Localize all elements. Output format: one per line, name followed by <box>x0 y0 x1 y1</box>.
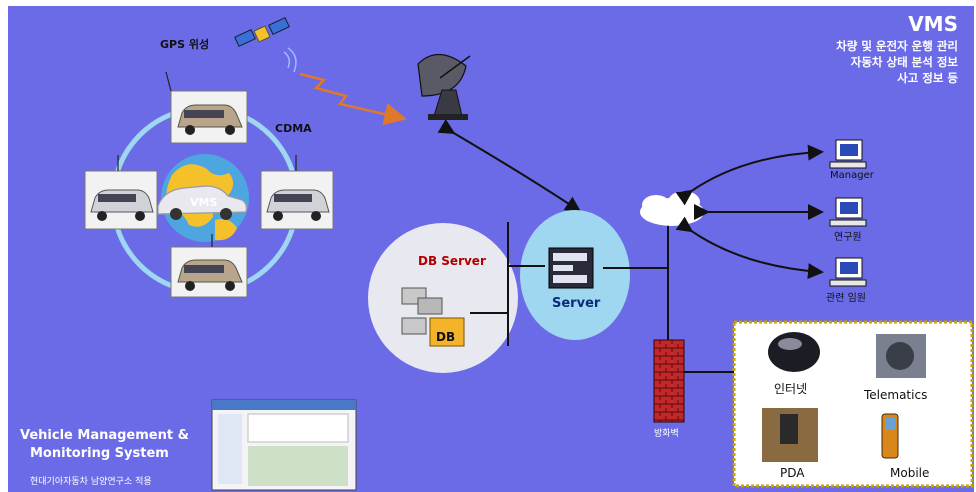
db-server-circle <box>368 223 518 373</box>
cloud-icon <box>640 191 704 226</box>
db-server-title: DB Server <box>418 254 486 268</box>
vehicle-icon-left <box>84 155 158 230</box>
vms-description-line-2: 자동차 상태 분석 정보 <box>850 55 958 69</box>
pda-label: PDA <box>780 466 805 480</box>
pda-icon <box>762 408 818 462</box>
mobile-icon <box>881 413 899 459</box>
internet-label: 인터넷 <box>774 382 808 396</box>
mobile-label: Mobile <box>890 466 930 480</box>
vehicle-icon-bottom <box>170 234 248 298</box>
system-name-line-2: Monitoring System <box>30 446 169 461</box>
firewall-label: 방화벽 <box>654 429 679 439</box>
db-label: DB <box>436 330 456 344</box>
database-icon <box>401 287 465 347</box>
server-icon <box>548 247 594 289</box>
server-label: Server <box>552 296 601 311</box>
dish-server-link <box>437 119 582 213</box>
gps-link-arrow <box>299 72 407 126</box>
computer-icon-researcher <box>829 197 867 227</box>
manager-link <box>675 144 824 206</box>
vms-description-line-1: 차량 및 운전자 운행 관리 <box>836 39 958 53</box>
cdma-label: CDMA <box>275 122 312 135</box>
satellite-icon <box>234 17 297 73</box>
dish-antenna-icon <box>417 53 471 120</box>
vehicle-icon-top <box>165 71 248 144</box>
vms-description-line-3: 사고 정보 등 <box>897 71 958 85</box>
system-name-line-1: Vehicle Management & <box>20 428 189 443</box>
gps-satellite-label: GPS 위성 <box>160 38 210 51</box>
internet-icon <box>768 332 820 372</box>
telematics-label: Telematics <box>864 388 928 402</box>
client-label-manager: Manager <box>830 170 874 181</box>
monitoring-screenshot-thumbnail <box>211 399 357 491</box>
vms-center-label: VMS <box>190 196 218 209</box>
computer-icon-executive <box>829 257 867 287</box>
telematics-icon <box>876 334 926 378</box>
firewall-icon <box>653 339 685 423</box>
system-caption: 현대기아자동차 남양연구소 적용 <box>30 477 152 487</box>
computer-icon-manager <box>829 139 867 169</box>
executive-link <box>675 216 824 280</box>
client-label-researcher: 연구원 <box>834 232 862 243</box>
vms-title: VMS <box>908 12 958 36</box>
client-label-executive: 관련 임원 <box>826 293 866 304</box>
vehicle-icon-right <box>260 155 334 230</box>
vms-car-icon <box>157 185 248 220</box>
